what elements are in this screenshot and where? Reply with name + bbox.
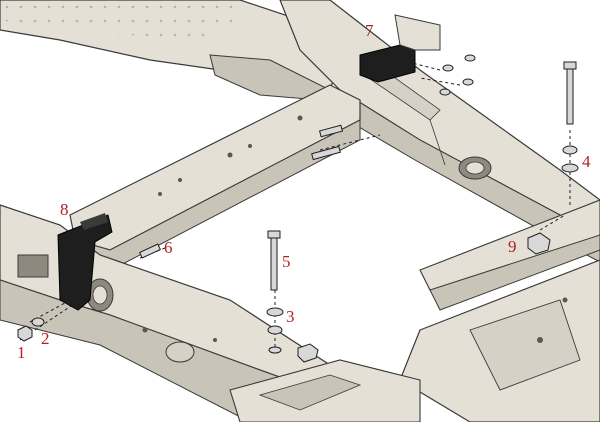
washer-3 — [266, 307, 284, 354]
nut-1 — [17, 325, 33, 342]
bolt-5 — [267, 230, 281, 291]
washer-2 — [31, 317, 45, 327]
bolt-4 — [563, 61, 577, 125]
hardware-7 — [439, 54, 476, 96]
callout-8: 8 — [60, 200, 69, 219]
cross-member — [69, 84, 361, 269]
bolt-6 — [139, 243, 161, 259]
callout-9: 9 — [508, 237, 517, 256]
nut-near-3 — [297, 343, 319, 363]
callout-1: 1 — [17, 343, 26, 362]
nut-9 — [527, 232, 551, 255]
bracket-8 — [57, 213, 113, 311]
bolt-cross — [311, 124, 344, 161]
callout-4: 4 — [582, 152, 591, 171]
upper-frame-rail — [0, 0, 341, 101]
bracket-7 — [359, 14, 441, 83]
callout-6: 6 — [164, 238, 173, 257]
callout-7: 7 — [365, 21, 374, 40]
washer-4 — [561, 145, 579, 173]
callout-2: 2 — [41, 329, 50, 348]
callout-5: 5 — [282, 252, 291, 271]
callout-3: 3 — [286, 307, 295, 326]
rear-frame-section — [229, 199, 600, 422]
